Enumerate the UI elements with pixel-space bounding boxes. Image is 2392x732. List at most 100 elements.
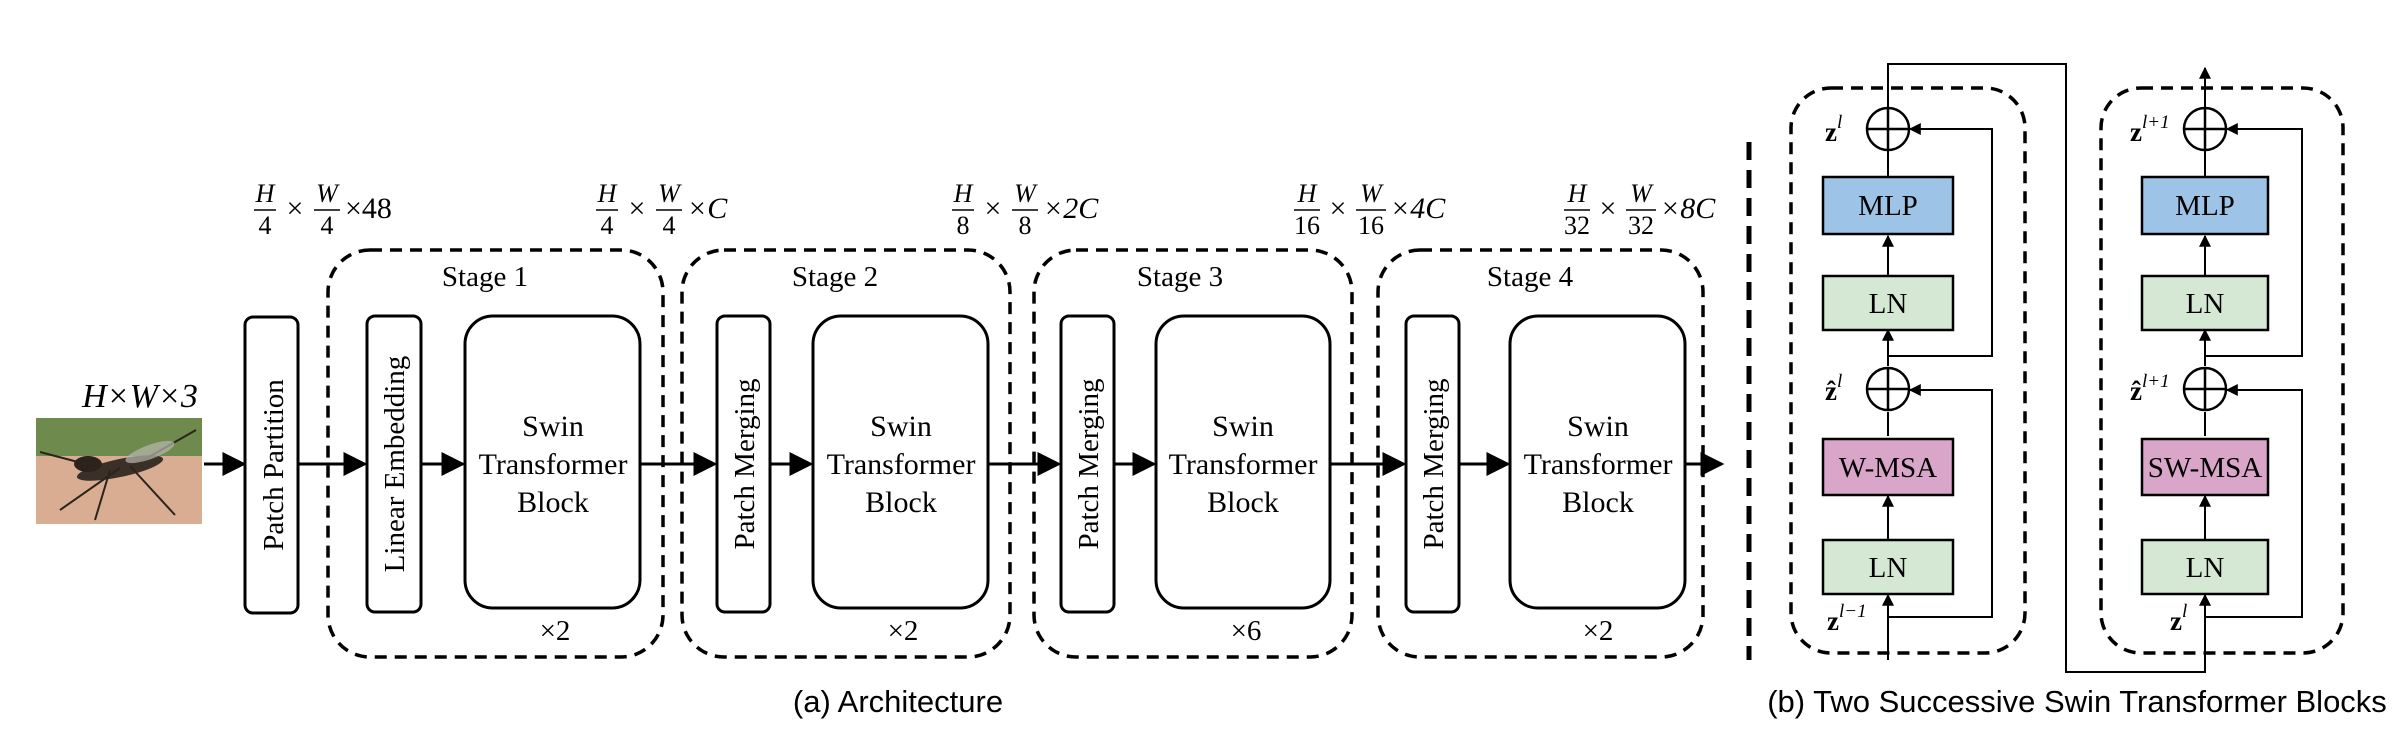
block-left-z-hat: ẑl: [1825, 371, 1842, 406]
dims-3-w: W: [1014, 179, 1038, 208]
swin-block-1-line2: Transformer: [479, 448, 628, 481]
block-right-ln-bottom: LN: [2186, 552, 2225, 584]
swin-block-3: Swin Transformer Block: [1154, 314, 1332, 610]
block-right-ln-bottom-box: [2140, 538, 2270, 596]
dims-3-wd: 8: [1019, 211, 1032, 240]
block-right-wires: [2199, 66, 2303, 640]
stage-3-label: Stage 3: [1137, 261, 1223, 293]
svg-text:×: ×: [287, 192, 304, 225]
block-left-ln-bottom-box: [1821, 538, 1955, 596]
block-left-attn: W-MSA: [1839, 452, 1937, 484]
svg-text:×: ×: [1600, 192, 1617, 225]
caption-architecture: (a) Architecture: [793, 684, 1003, 719]
linear-embedding-label: Linear Embedding: [379, 356, 411, 573]
block-left-box: [1789, 86, 2027, 655]
block-right-box: [2099, 86, 2345, 655]
dims-1: H 4 × W 4 ×48: [254, 179, 392, 240]
dims-3-h: H: [953, 179, 974, 208]
swin-block-4: Swin Transformer Block: [1508, 314, 1687, 610]
swin-block-1-line3: Block: [517, 486, 589, 519]
swin-block-3-line3: Block: [1207, 486, 1279, 519]
block-right-add-bottom: [2182, 366, 2228, 412]
swin-block-2-line2: Transformer: [827, 448, 976, 481]
dims-1-w: W: [316, 179, 340, 208]
dims-2-c: ×C: [687, 192, 728, 225]
stage-1-repeat: ×2: [540, 615, 571, 647]
dims-2-h: H: [597, 179, 618, 208]
block-left-ln-bottom: LN: [1869, 552, 1908, 584]
block-right-z-hat: ẑl+1: [2130, 371, 2170, 406]
block-left-ln-top: LN: [1869, 288, 1908, 320]
patch-merging-label-4: Patch Merging: [1418, 378, 1450, 549]
stage-2-label: Stage 2: [792, 261, 878, 293]
stage-3-box: [1032, 248, 1354, 659]
block-left-add-bottom: [1865, 366, 1911, 412]
stage-2-box: [680, 248, 1012, 659]
dims-group: H 4 × W 4 ×48 H 4 × W 4 ×C H 8 × W 8: [254, 179, 1716, 240]
block-left-mlp-box: [1821, 175, 1955, 236]
patch-partition-label: Patch Partition: [258, 379, 290, 551]
block-right-z-out: zl+1: [2130, 112, 2170, 147]
swin-block-4-line1: Swin: [1567, 410, 1629, 443]
stage-4-label: Stage 4: [1487, 261, 1574, 293]
dims-1-c: ×48: [345, 192, 392, 225]
block-left-attn-box: [1821, 437, 1955, 497]
block-right-add-top: [2182, 106, 2228, 152]
swin-block-1-line1: Swin: [522, 410, 584, 443]
dims-4-hd: 16: [1294, 211, 1320, 240]
caption-blocks: (b) Two Successive Swin Transformer Bloc…: [1767, 684, 2387, 719]
block-right-z-in: zl: [2170, 601, 2187, 636]
dims-5-hd: 32: [1564, 211, 1590, 240]
swin-block-4-line2: Transformer: [1524, 448, 1673, 481]
stage-1-label: Stage 1: [442, 261, 528, 293]
dims-2: H 4 × W 4 ×C: [596, 179, 728, 240]
swin-block-3-line2: Transformer: [1169, 448, 1318, 481]
block-left-ln-top-box: [1821, 274, 1955, 332]
swin-block-1: Swin Transformer Block: [463, 314, 642, 610]
stage-2-repeat: ×2: [888, 615, 919, 647]
block-right-mlp: MLP: [2175, 190, 2235, 222]
dims-2-wd: 4: [663, 211, 676, 240]
swin-block-3-line1: Swin: [1212, 410, 1274, 443]
dims-1-hd: 4: [259, 211, 272, 240]
dims-5-wd: 32: [1628, 211, 1654, 240]
dims-5: H 32 × W 32 ×8C: [1564, 179, 1716, 240]
input-image: [36, 418, 202, 524]
block-left-add-top: [1865, 106, 1911, 152]
block-right-attn: SW-MSA: [2148, 452, 2262, 484]
dims-3: H 8 × W 8 ×2C: [952, 179, 1099, 240]
dims-4-h: H: [1297, 179, 1318, 208]
dims-1-h: H: [255, 179, 276, 208]
dims-5-h: H: [1567, 179, 1588, 208]
block-left-wires: [1882, 63, 2206, 673]
swin-block-2: Swin Transformer Block: [811, 314, 990, 610]
dims-2-w: W: [658, 179, 682, 208]
dims-3-hd: 8: [957, 211, 970, 240]
swin-block-2-line3: Block: [865, 486, 937, 519]
block-right-attn-box: [2140, 437, 2270, 497]
dims-5-w: W: [1630, 179, 1654, 208]
block-right-mlp-box: [2140, 175, 2270, 236]
patch-partition-box: [243, 315, 300, 615]
dims-1-wd: 4: [321, 211, 334, 240]
input-dims: H×W×3: [81, 378, 198, 415]
swin-block-2-line1: Swin: [870, 410, 932, 443]
patch-merging-label-2: Patch Merging: [729, 378, 761, 549]
block-left-z-in: zl−1: [1827, 601, 1867, 636]
svg-text:×: ×: [1330, 192, 1347, 225]
block-left-mlp: MLP: [1858, 190, 1918, 222]
swin-block-4-line3: Block: [1562, 486, 1634, 519]
dims-4-wd: 16: [1358, 211, 1384, 240]
block-right-ln-top-box: [2140, 274, 2270, 332]
stage-3-repeat: ×6: [1231, 615, 1262, 647]
svg-text:×: ×: [985, 192, 1002, 225]
dims-4-c: ×4C: [1390, 192, 1446, 225]
dims-3-c: ×2C: [1043, 192, 1099, 225]
dims-4-w: W: [1360, 179, 1384, 208]
block-left-z-out: zl: [1825, 112, 1842, 147]
dims-2-hd: 4: [601, 211, 614, 240]
dims-4: H 16 × W 16 ×4C: [1294, 179, 1446, 240]
svg-text:×: ×: [629, 192, 646, 225]
patch-merging-label-3: Patch Merging: [1073, 378, 1105, 549]
